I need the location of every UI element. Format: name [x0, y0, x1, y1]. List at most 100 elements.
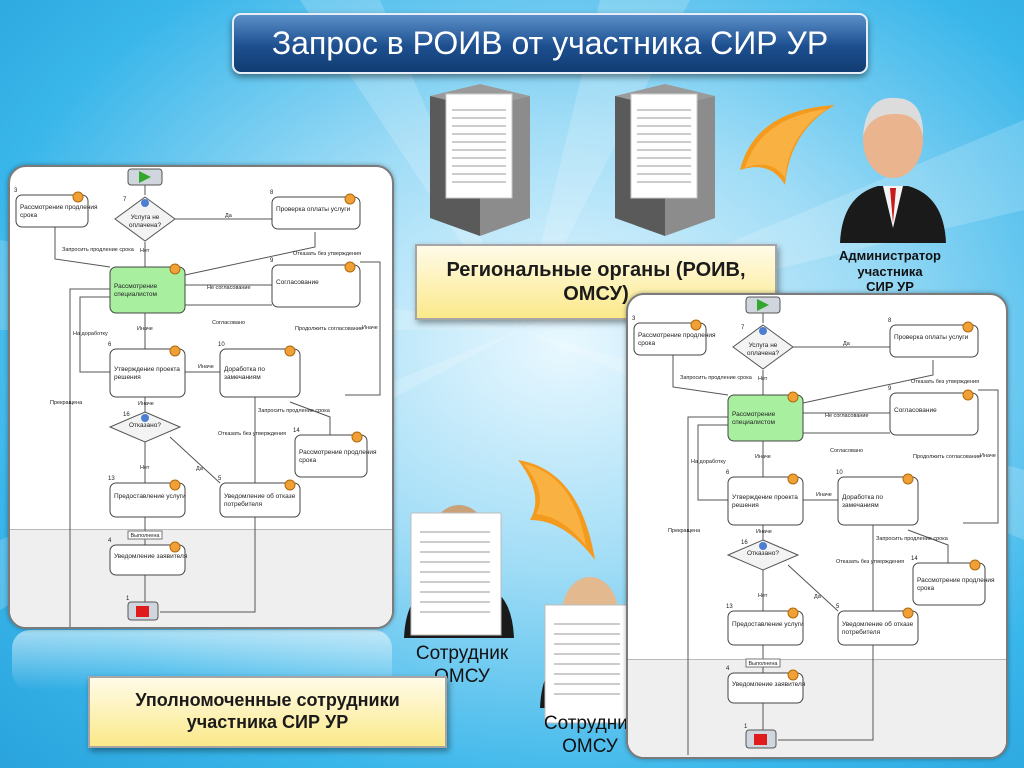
stop-icon: [754, 734, 767, 745]
node-label: Проверка оплаты услуги: [894, 334, 969, 341]
workflow-node: [109, 348, 186, 398]
node-label: Услуга не: [749, 342, 778, 349]
workflow-node: [727, 672, 804, 704]
node-label: Отказано?: [129, 422, 161, 429]
workflow-node: [633, 322, 707, 356]
document-icon: [410, 512, 502, 636]
node-label: Услуга не: [131, 214, 160, 221]
gear-icon: [902, 607, 914, 619]
authorized-employees-label: Уполномоченные сотрудники участника СИР …: [88, 676, 447, 748]
workflow-node: [15, 194, 89, 228]
decision-node: [732, 324, 794, 370]
edge-label: Иначе: [138, 401, 154, 407]
node-number: 7: [741, 325, 745, 331]
edge-label: Нет: [758, 376, 768, 382]
node-label: Утверждение проекта: [114, 366, 180, 373]
node-label: Уведомление заявителя: [114, 553, 188, 560]
node-number: 6: [108, 342, 112, 348]
node-label: Доработка по: [842, 493, 883, 501]
orange-arrow-icon: [518, 460, 595, 560]
gear-icon: [72, 191, 84, 203]
workflow-node: [912, 562, 986, 606]
connector-line: [69, 288, 110, 627]
workflow-node: [889, 324, 979, 358]
workflow-node: [889, 392, 979, 436]
gear-icon: [284, 479, 296, 491]
node-label: Утверждение проекта: [732, 494, 798, 501]
node-label: Проверка оплаты услуги: [276, 206, 351, 213]
node-label: решения: [114, 374, 141, 381]
connector-line: [672, 355, 729, 396]
server-roiv: [420, 78, 540, 243]
edge-label: Иначе: [137, 326, 153, 332]
edge-label: На доработку: [73, 331, 108, 337]
connector-line: [963, 389, 999, 524]
orange-arrow-icon: [740, 105, 835, 185]
node-number: 6: [726, 470, 730, 476]
node-label: срока: [917, 585, 934, 592]
edge-label: Отказать без утверждения: [911, 379, 979, 385]
edge-label: Не согласование: [825, 413, 869, 419]
node-number: 16: [741, 540, 748, 546]
edge-label: Да: [196, 466, 204, 472]
connector-line: [345, 261, 381, 396]
edge-label: Согласовано: [212, 320, 245, 326]
edge-label: На доработку: [691, 459, 726, 465]
node-number: 4: [108, 538, 112, 544]
node-label: Рассмотрение: [732, 411, 776, 418]
gear-icon: [169, 263, 181, 275]
node-number: 7: [123, 197, 127, 203]
node-number: 4: [726, 666, 730, 672]
node-label: Рассмотрение продления: [20, 204, 98, 211]
edge-label: Запросить продление срока: [62, 247, 135, 253]
regional-bodies-label: Региональные органы (РОИВ, ОМСУ): [415, 244, 777, 320]
workflow-node: [219, 348, 301, 398]
decision-icon: [759, 542, 767, 550]
edge-label: Да: [225, 213, 233, 219]
done-tag: [127, 530, 163, 540]
node-label: Согласование: [894, 407, 937, 414]
node-label: срока: [638, 340, 655, 347]
edge-label: Отказать без утверждения: [218, 431, 286, 437]
node-number: 14: [911, 556, 918, 562]
node-label: Предоставление услуги: [114, 493, 186, 500]
node-number: 10: [836, 470, 843, 476]
workflow-node: [727, 610, 804, 646]
node-number: 1: [126, 596, 130, 602]
swimlane: [628, 659, 1006, 757]
edge-label: Продолжить согласование: [913, 454, 981, 460]
gear-icon: [787, 391, 799, 403]
node-label: Рассмотрение продления: [638, 332, 716, 339]
node-number: 3: [632, 316, 636, 322]
connector-line: [907, 529, 949, 563]
workflow-node: [109, 266, 186, 314]
edge-label: Нет: [140, 465, 150, 471]
edge-label: Иначе: [362, 325, 378, 331]
edge-label: Запросить продление срока: [680, 375, 753, 381]
node-number: 3: [14, 188, 18, 194]
node-label: срока: [20, 212, 37, 219]
edge-label: Да: [814, 594, 822, 600]
gear-icon: [169, 541, 181, 553]
node-label: срока: [299, 457, 316, 464]
gear-icon: [284, 345, 296, 357]
workflow-node: [727, 394, 804, 442]
connector-line: [169, 436, 221, 484]
edge-label: Выполнена: [749, 661, 779, 667]
workflow-node: [727, 476, 804, 526]
administrator-avatar: [838, 78, 948, 248]
workflow-node: [837, 476, 919, 526]
caption-line: СИР УР: [866, 279, 914, 295]
connector-line: [802, 360, 934, 404]
swimlane: [10, 529, 392, 627]
connector-line: [79, 296, 110, 373]
gear-icon: [351, 431, 363, 443]
done-tag: [745, 658, 781, 668]
node-number: 8: [888, 318, 892, 324]
edge-label: Нет: [758, 593, 768, 599]
gear-icon: [787, 607, 799, 619]
node-label: потребителя: [224, 500, 263, 508]
